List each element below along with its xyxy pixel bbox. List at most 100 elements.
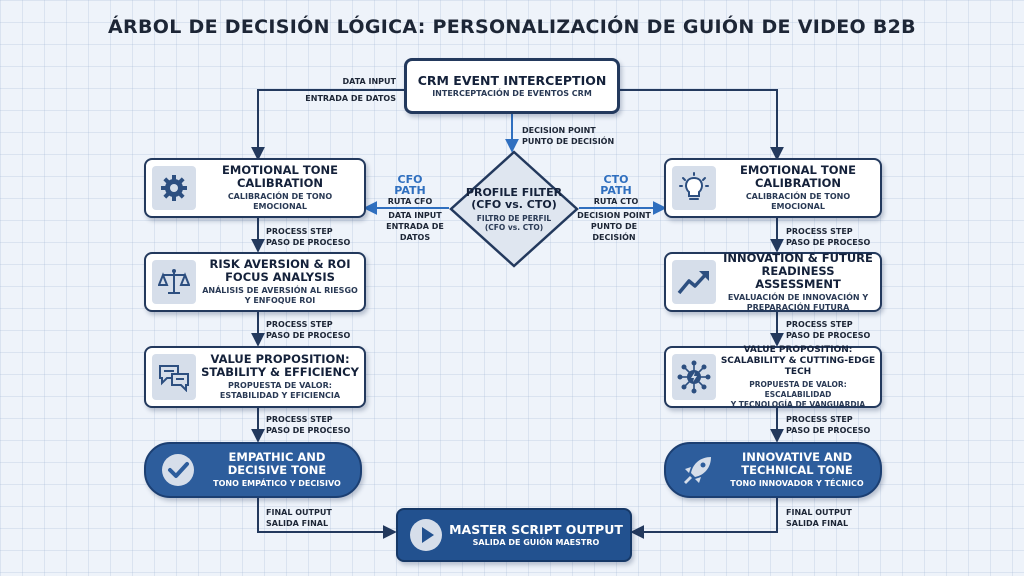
label-cfo-path: CFO PATH RUTA CFO bbox=[380, 174, 440, 207]
right-final-title-2: TECHNICAL TONE bbox=[741, 463, 853, 477]
label-es: PUNTO DE DECISIÓN bbox=[522, 137, 615, 146]
label-es: PASO DE PROCESO bbox=[266, 238, 351, 247]
label-en: PROCESS STEP bbox=[786, 320, 853, 329]
chat-bubbles-icon bbox=[152, 354, 196, 400]
label-en: DECISION POINT bbox=[577, 211, 651, 220]
right-innov-subtitle-1: EVALUACIÓN DE INNOVACIÓN Y bbox=[727, 292, 869, 302]
right-innov-subtitle-2: PREPARACIÓN FUTURA bbox=[746, 302, 850, 312]
label-es: RUTA CTO bbox=[593, 197, 639, 206]
label-data-input-mid: DATA INPUT ENTRADA DE DATOS bbox=[372, 210, 458, 243]
label-en: PROCESS STEP bbox=[786, 415, 853, 424]
decision-diamond bbox=[449, 150, 579, 268]
right-tone-title-1: EMOTIONAL TONE bbox=[740, 163, 856, 177]
left-risk-subtitle-1: ANÁLISIS DE AVERSIÓN AL RIESGO bbox=[202, 286, 358, 295]
label-es: SALIDA FINAL bbox=[786, 519, 849, 528]
right-final-subtitle: TONO INNOVADOR Y TÉCNICO bbox=[730, 479, 864, 488]
label-decision-point-mid: DECISION POINT PUNTO DE DECISIÓN bbox=[568, 210, 660, 243]
label-final-output-left: FINAL OUTPUT SALIDA FINAL bbox=[266, 507, 332, 529]
left-tone-subtitle: CALIBRACIÓN DE TONO EMOCIONAL bbox=[227, 192, 333, 211]
right-innovation-node[interactable]: INNOVATION & FUTURE READINESS ASSESSMENT… bbox=[664, 250, 882, 312]
label-es: PASO DE PROCESO bbox=[266, 426, 351, 435]
label-es: PASO DE PROCESO bbox=[266, 331, 351, 340]
right-tone-subtitle: CALIBRACIÓN DE TONO EMOCIONAL bbox=[745, 192, 851, 211]
left-final-subtitle: TONO EMPÁTICO Y DECISIVO bbox=[213, 479, 341, 488]
left-final-title-2: DECISIVE TONE bbox=[227, 463, 327, 477]
wire-right-out bbox=[630, 498, 778, 539]
label-en: CTO PATH bbox=[600, 173, 632, 197]
left-value-title-2: STABILITY & EFFICIENCY bbox=[201, 365, 359, 379]
label-data-input-top: DATA INPUT ENTRADA DE DATOS bbox=[270, 76, 396, 104]
play-icon bbox=[406, 516, 446, 554]
right-value-prop-node[interactable]: VALUE PROPOSITION: SCALABILITY & CUTTING… bbox=[664, 344, 882, 409]
right-tone-title-2: CALIBRATION bbox=[754, 176, 842, 190]
gear-icon bbox=[152, 166, 196, 210]
label-cto-path: CTO PATH RUTA CTO bbox=[586, 174, 646, 207]
page-title: ÁRBOL DE DECISIÓN LÓGICA: PERSONALIZACIÓ… bbox=[108, 16, 916, 38]
label-process-step-left-1: PROCESS STEP PASO DE PROCESO bbox=[266, 226, 350, 248]
left-risk-roi-node[interactable]: RISK AVERSION & ROI FOCUS ANALYSIS ANÁLI… bbox=[144, 252, 366, 312]
label-es: ENTRADA DE DATOS bbox=[305, 94, 396, 103]
crm-event-node[interactable]: CRM EVENT INTERCEPTION INTERCEPTACIÓN DE… bbox=[404, 58, 620, 114]
check-circle-icon bbox=[156, 450, 200, 490]
label-es: PASO DE PROCESO bbox=[786, 331, 871, 340]
filter-title-1: PROFILE FILTER bbox=[465, 185, 563, 199]
label-en: DECISION POINT bbox=[522, 126, 596, 135]
label-process-step-right-1: PROCESS STEP PASO DE PROCESO bbox=[786, 226, 870, 248]
label-en: CFO PATH bbox=[394, 173, 426, 197]
label-process-step-left-2: PROCESS STEP PASO DE PROCESO bbox=[266, 319, 350, 341]
right-value-title-2: SCALABILITY & CUTTING-EDGE TECH bbox=[720, 355, 876, 377]
left-risk-subtitle-2: Y ENFOQUE ROI bbox=[244, 296, 316, 305]
left-value-prop-node[interactable]: VALUE PROPOSITION: STABILITY & EFFICIENC… bbox=[144, 346, 366, 408]
label-en: FINAL OUTPUT bbox=[786, 508, 852, 517]
output-subtitle: SALIDA DE GUIÓN MAESTRO bbox=[472, 537, 600, 547]
label-decision-point-top: DECISION POINT PUNTO DE DECISIÓN bbox=[522, 125, 642, 147]
right-value-subtitle-2: Y TECNOLOGÍA DE VANGUARDIA bbox=[730, 399, 866, 409]
label-es: PASO DE PROCESO bbox=[786, 426, 871, 435]
left-value-title-1: VALUE PROPOSITION: bbox=[210, 352, 350, 366]
label-process-step-left-3: PROCESS STEP PASO DE PROCESO bbox=[266, 414, 350, 436]
label-en: PROCESS STEP bbox=[266, 320, 333, 329]
label-en: FINAL OUTPUT bbox=[266, 508, 332, 517]
wire-crm-left bbox=[251, 89, 404, 161]
label-es: PUNTO DE DECISIÓN bbox=[590, 222, 638, 242]
label-final-output-right: FINAL OUTPUT SALIDA FINAL bbox=[786, 507, 852, 529]
lightbulb-icon bbox=[672, 166, 716, 210]
label-es: RUTA CFO bbox=[387, 197, 433, 206]
left-final-tone-node[interactable]: EMPATHIC AND DECISIVE TONE TONO EMPÁTICO… bbox=[144, 442, 362, 498]
network-hub-icon bbox=[672, 354, 716, 400]
filter-subtitle-1: FILTRO DE PERFIL bbox=[476, 213, 552, 223]
master-script-output-node[interactable]: MASTER SCRIPT OUTPUT SALIDA DE GUIÓN MAE… bbox=[396, 508, 632, 562]
label-process-step-right-3: PROCESS STEP PASO DE PROCESO bbox=[786, 414, 870, 436]
profile-filter-node[interactable]: PROFILE FILTER (CFO vs. CTO) FILTRO DE P… bbox=[449, 150, 579, 268]
filter-subtitle-2: (CFO vs. CTO) bbox=[484, 222, 544, 232]
label-en: PROCESS STEP bbox=[266, 227, 333, 236]
left-risk-title-2: FOCUS ANALYSIS bbox=[225, 270, 335, 284]
filter-title-2: (CFO vs. CTO) bbox=[471, 197, 557, 211]
left-value-subtitle-2: ESTABILIDAD Y EFICIENCIA bbox=[219, 391, 341, 400]
trend-up-icon bbox=[672, 260, 716, 304]
right-innov-title-2: READINESS ASSESSMENT bbox=[755, 263, 841, 291]
left-emotional-tone-node[interactable]: EMOTIONAL TONE CALIBRATION CALIBRACIÓN D… bbox=[144, 158, 366, 218]
label-es: SALIDA FINAL bbox=[266, 519, 329, 528]
label-process-step-right-2: PROCESS STEP PASO DE PROCESO bbox=[786, 319, 870, 341]
label-es: PASO DE PROCESO bbox=[786, 238, 871, 247]
right-innov-title-1: INNOVATION & FUTURE bbox=[723, 250, 873, 265]
label-en: DATA INPUT bbox=[342, 77, 396, 86]
rocket-icon bbox=[676, 450, 720, 490]
left-tone-title-1: EMOTIONAL TONE bbox=[222, 163, 338, 177]
crm-title: CRM EVENT INTERCEPTION bbox=[417, 72, 607, 88]
left-tone-title-2: CALIBRATION bbox=[236, 176, 324, 190]
scales-icon bbox=[152, 260, 196, 304]
right-value-subtitle-1: PROPUESTA DE VALOR: ESCALABILIDAD bbox=[749, 379, 847, 399]
left-risk-title-1: RISK AVERSION & ROI bbox=[209, 257, 351, 271]
right-final-tone-node[interactable]: INNOVATIVE AND TECHNICAL TONE TONO INNOV… bbox=[664, 442, 882, 498]
wire-crm-right bbox=[620, 89, 784, 161]
label-es: ENTRADA DE DATOS bbox=[386, 222, 444, 242]
wire-left-out bbox=[257, 498, 397, 539]
right-value-title-1: VALUE PROPOSITION: bbox=[743, 344, 853, 355]
label-en: PROCESS STEP bbox=[266, 415, 333, 424]
crm-subtitle: INTERCEPTACIÓN DE EVENTOS CRM bbox=[432, 88, 592, 98]
right-final-title-1: INNOVATIVE AND bbox=[741, 450, 853, 464]
right-emotional-tone-node[interactable]: EMOTIONAL TONE CALIBRATION CALIBRACIÓN D… bbox=[664, 158, 882, 218]
